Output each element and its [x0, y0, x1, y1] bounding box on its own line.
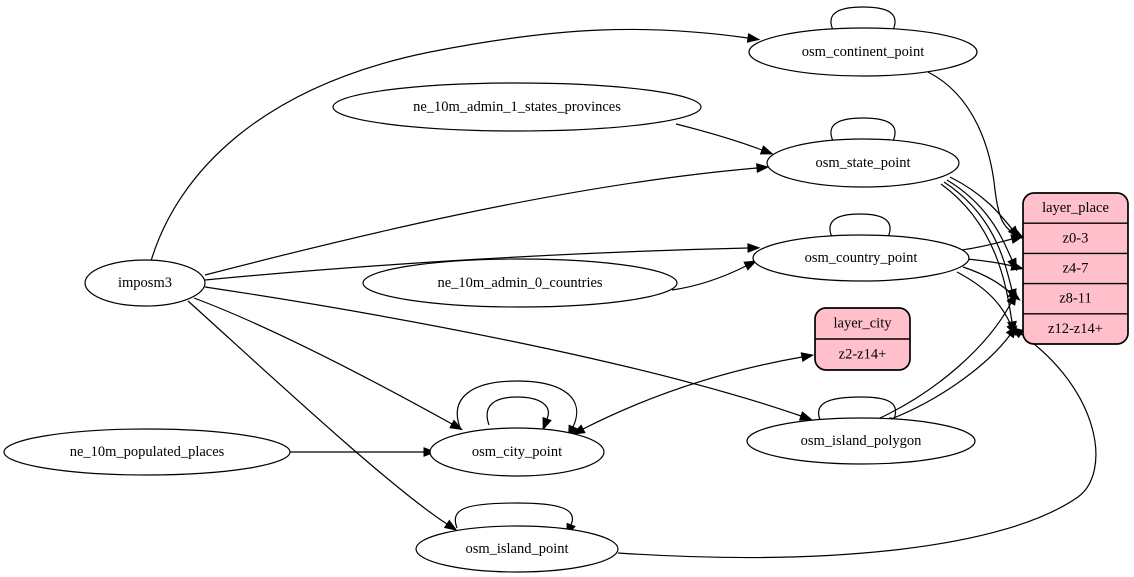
node-osm_island_polygon-label: osm_island_polygon: [801, 433, 923, 449]
edge-imposm3-to-osm_city_point-arrowhead-icon: [449, 419, 463, 431]
record-layer_place-row-z12-z14+: z12-z14+: [1048, 321, 1103, 337]
edge-ne_10m_admin_1_states_provinces-to-osm_state_point-arrowhead-icon: [759, 145, 774, 155]
edge-osm_city_point-to-osm_city_point: [486, 396, 549, 426]
edge-imposm3-to-osm_island_polygon-arrowhead-icon: [798, 411, 813, 421]
edge-osm_state_point-to-layer_place-z0-3: [949, 176, 1013, 230]
node-osm_continent_point-shape: [748, 27, 978, 77]
edge-osm_country_point-to-layer_place-z12-z14+: [956, 271, 1012, 326]
edge-osm_city_point-to-layer_city-z2-z14+-arrowhead-icon: [800, 352, 815, 362]
edge-osm_country_point-to-layer_place-z4-7-arrowhead-icon: [1010, 261, 1025, 271]
edge-osm_city_point-to-layer_city-z2-z14+: [582, 356, 803, 430]
node-ne_10m_admin_1_states_provinces: ne_10m_admin_1_states_provinces: [332, 82, 702, 132]
edge-ne_10m_admin_1_states_provinces-to-osm_state_point: [675, 123, 763, 151]
edge-osm_island_polygon-to-layer_place-z12-z14+: [885, 334, 1011, 422]
node-ne_10m_populated_places-label: ne_10m_populated_places: [70, 444, 225, 460]
edge-osm_country_point-to-osm_country_point: [829, 213, 891, 238]
edge-imposm3-to-osm_city_point: [193, 297, 453, 425]
node-osm_island_polygon-shape: [746, 417, 976, 465]
node-osm_country_point-label: osm_country_point: [805, 250, 918, 266]
edge-osm_city_point-to-osm_city_point-arrowhead-icon: [542, 416, 552, 431]
record-layer_city-row-z2-z14+: z2-z14+: [839, 347, 887, 363]
node-ne_10m_admin_0_countries-shape: [362, 258, 678, 308]
node-ne_10m_populated_places: ne_10m_populated_places: [3, 428, 291, 476]
node-osm_city_point-label: osm_city_point: [472, 444, 562, 460]
edge-osm_city_point-to-osm_city_point: [456, 380, 578, 431]
edge-imposm3-to-osm_continent_point-arrowhead-icon: [746, 33, 761, 43]
node-osm_city_point: osm_city_point: [429, 427, 605, 477]
edge-osm_continent_point-to-layer_place-z0-3: [927, 71, 1015, 234]
edge-osm_state_point-to-layer_place-z0-3-arrowhead-icon: [1007, 225, 1020, 239]
edge-osm_state_point-to-layer_place-z12-z14+: [940, 183, 1013, 323]
record-layer_place-shape: [1022, 192, 1129, 345]
edge-imposm3-to-osm_state_point-arrowhead-icon: [756, 163, 770, 173]
edge-osm_country_point-to-layer_place-z0-3-arrowhead-icon: [1010, 234, 1025, 244]
edge-osm_state_point-to-layer_place-z4-7: [946, 179, 1013, 261]
node-ne_10m_admin_0_countries-label: ne_10m_admin_0_countries: [437, 275, 602, 291]
edge-osm_state_point-to-layer_place-z8-11: [943, 181, 1013, 291]
edge-osm_city_point-to-layer_city-z2-z14+-reverse-arrowhead-icon: [571, 424, 586, 435]
edge-osm_country_point-to-layer_place-z8-11: [962, 266, 1012, 294]
edge-imposm3-to-osm_country_point-arrowhead-icon: [747, 243, 761, 253]
node-osm_city_point-shape: [429, 427, 605, 477]
edge-osm_continent_point-to-osm_continent_point: [830, 6, 896, 31]
edge-imposm3-to-osm_continent_point: [150, 28, 749, 262]
node-ne_10m_admin_1_states_provinces-label: ne_10m_admin_1_states_provinces: [413, 99, 621, 115]
node-ne_10m_admin_0_countries: ne_10m_admin_0_countries: [362, 258, 678, 308]
edge-osm_island_point-to-layer_place-z12-z14+-arrowhead-icon: [1010, 326, 1025, 339]
node-osm_country_point: osm_country_point: [752, 234, 970, 282]
node-osm_state_point-shape: [766, 138, 960, 188]
record-layer_place-row-layer_place: layer_place: [1042, 200, 1109, 216]
edge-osm_island_point-to-layer_place-z12-z14+: [617, 333, 1097, 559]
node-osm_country_point-shape: [752, 234, 970, 282]
edge-osm_country_point-to-layer_place-z4-7: [965, 258, 1013, 267]
node-osm_island_point-shape: [415, 525, 619, 573]
record-layer_place-row-z4-7: z4-7: [1063, 261, 1089, 277]
edge-imposm3-to-osm_island_point: [187, 300, 448, 525]
edge-osm_island_polygon-to-layer_place-z8-11: [877, 302, 1012, 420]
edge-osm_island_polygon-to-layer_place-z8-11-arrowhead-icon: [1006, 292, 1017, 306]
record-layer_place-row-z8-11: z8-11: [1059, 291, 1091, 307]
record-layer_place-row-z0-3: z0-3: [1063, 230, 1089, 246]
edge-imposm3-to-osm_island_polygon: [204, 286, 802, 417]
node-osm_state_point-label: osm_state_point: [815, 155, 910, 171]
edge-osm_island_point-to-osm_island_point: [454, 502, 574, 529]
node-osm_island_polygon: osm_island_polygon: [746, 417, 976, 465]
edge-imposm3-to-osm_island_point-arrowhead-icon: [443, 519, 458, 531]
record-layer_city-row-layer_city: layer_city: [834, 316, 893, 332]
edge-osm_country_point-to-layer_place-z0-3: [961, 238, 1013, 251]
edge-ne_10m_admin_0_countries-to-osm_country_point-arrowhead-icon: [743, 260, 758, 271]
node-osm_state_point: osm_state_point: [766, 138, 960, 188]
node-imposm3-shape: [84, 259, 206, 307]
node-osm_continent_point-label: osm_continent_point: [802, 44, 924, 60]
edge-osm_island_polygon-to-osm_island_polygon: [818, 396, 897, 421]
record-layer_city: layer_city z2-z14+: [814, 307, 911, 371]
node-osm_continent_point: osm_continent_point: [748, 27, 978, 77]
node-imposm3: imposm3: [84, 259, 206, 307]
edge-imposm3-to-osm_state_point: [204, 167, 758, 276]
node-osm_island_point-label: osm_island_point: [465, 541, 568, 557]
record-layer_place: layer_place z0-3 z4-7 z8-11 z12-z14+: [1022, 192, 1129, 345]
edge-ne_10m_admin_0_countries-to-osm_country_point: [671, 265, 747, 291]
node-osm_island_point: osm_island_point: [415, 525, 619, 573]
node-imposm3-label: imposm3: [118, 275, 172, 291]
edge-osm_state_point-to-osm_state_point: [830, 117, 896, 142]
node-ne_10m_populated_places-shape: [3, 428, 291, 476]
node-ne_10m_admin_1_states_provinces-shape: [332, 82, 702, 132]
